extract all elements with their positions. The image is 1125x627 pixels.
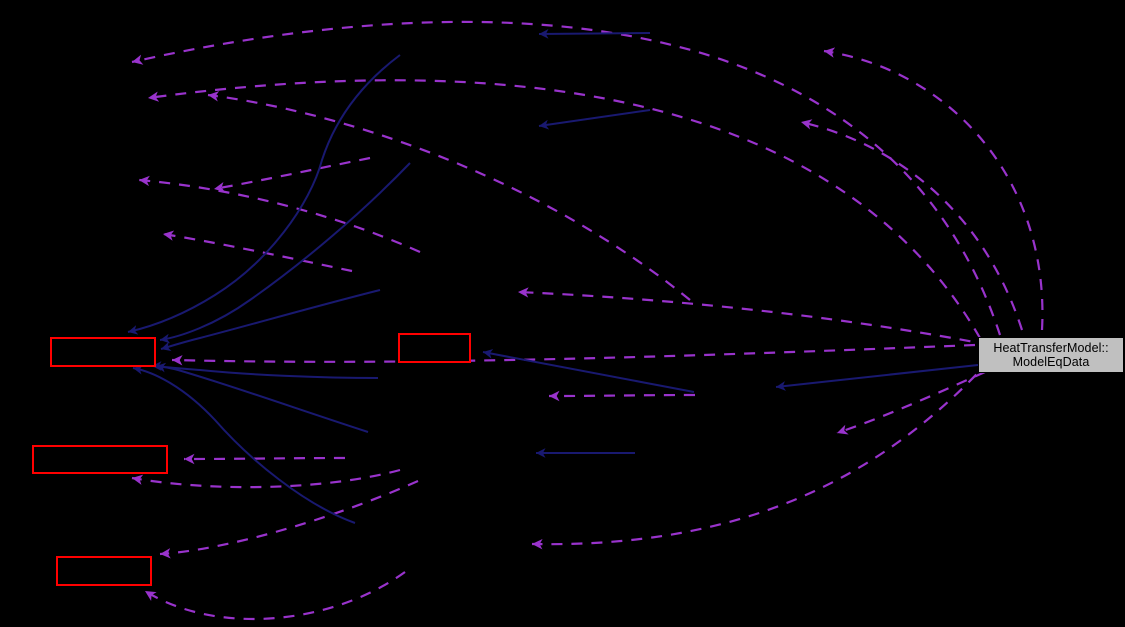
edge-dashed <box>531 359 991 550</box>
edge-dashed <box>144 571 406 621</box>
edge-solid <box>127 54 401 335</box>
edge-solid <box>482 348 695 393</box>
edge-dashed <box>171 343 976 366</box>
edge-dashed <box>162 230 353 273</box>
edge-dashed <box>147 79 981 339</box>
edge-dashed <box>183 453 346 465</box>
edge-dashed <box>159 479 419 559</box>
node-caller-middle-1[interactable] <box>398 333 471 363</box>
node-label: HeatTransferModel:: ModelEqData <box>993 340 1109 370</box>
edge-dashed <box>138 175 421 254</box>
edge-solid <box>538 29 651 39</box>
edge-solid <box>538 109 651 130</box>
edge-dashed <box>131 20 1002 336</box>
node-caller-left-1[interactable] <box>50 337 156 367</box>
edge-dashed <box>207 91 691 301</box>
edge-solid <box>151 361 369 433</box>
node-caller-left-2[interactable] <box>32 445 168 474</box>
edge-solid <box>160 289 381 352</box>
edge-dashed <box>548 390 696 402</box>
solid-edge-group <box>127 29 979 524</box>
edge-dashed <box>213 156 371 193</box>
node-caller-left-3[interactable] <box>56 556 152 586</box>
edge-solid <box>159 162 411 344</box>
edge-dashed <box>800 119 1024 331</box>
edge-dashed <box>517 287 991 347</box>
edge-dashed <box>823 47 1044 331</box>
edge-solid <box>775 364 979 391</box>
edge-solid <box>155 362 379 379</box>
dashed-edge-group <box>131 20 1044 621</box>
edge-dashed <box>131 468 401 489</box>
edge-dashed <box>836 370 986 435</box>
node-heat-transfer-model-modeleqdata[interactable]: HeatTransferModel:: ModelEqData <box>978 337 1124 373</box>
